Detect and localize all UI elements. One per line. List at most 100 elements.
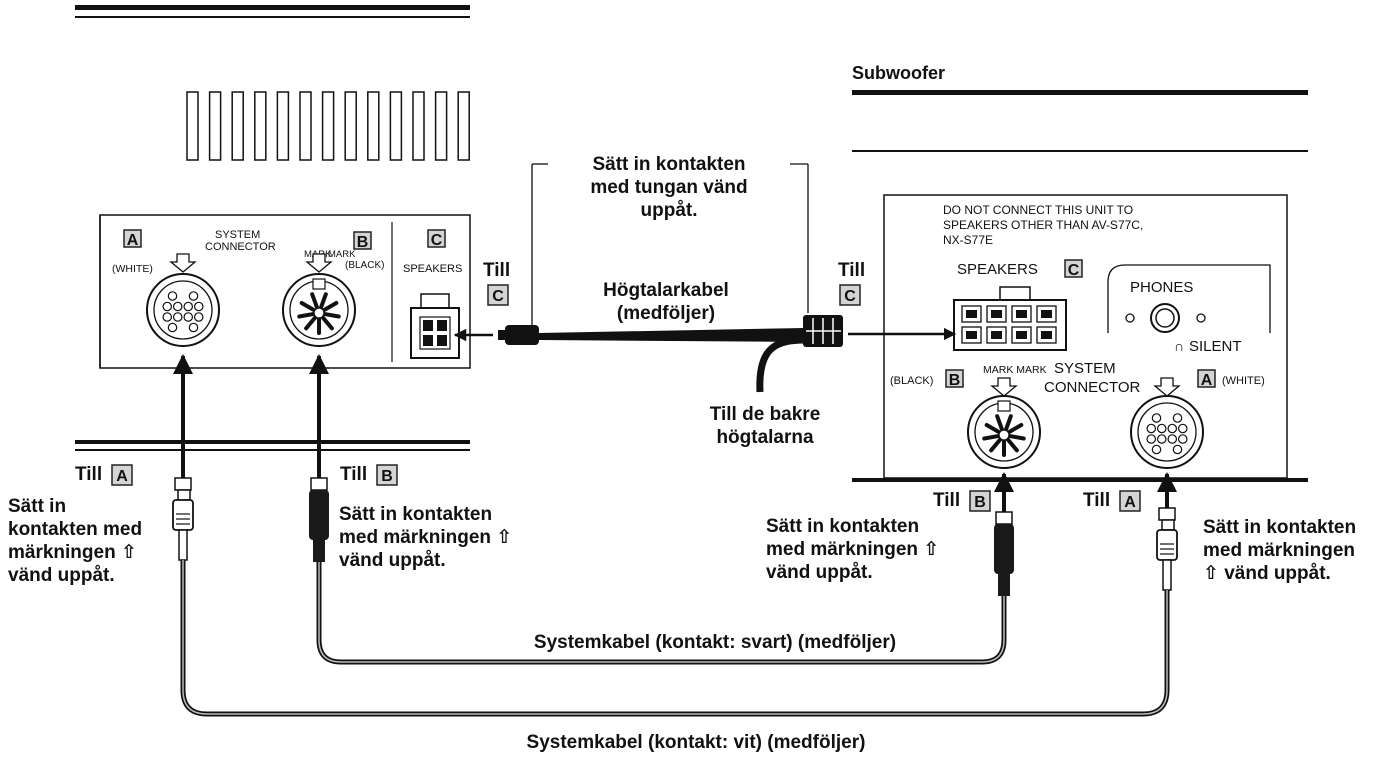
till-c-left: Till [483,260,510,281]
mid-b-line-3: vänd uppåt. [339,550,446,571]
connector-pin [1004,414,1013,432]
rear-speakers-1: Till de bakre [710,404,821,425]
vent-slot [412,91,425,161]
vent-slot [321,91,335,161]
connector-pin [1151,413,1162,423]
sub-system-label: SYSTEM [1054,360,1116,377]
sub-a-line-1: Sätt in kontakten [1203,517,1356,538]
main-label-a: A [127,232,139,249]
connector-pin [1156,434,1167,444]
vent-slot [389,91,403,161]
mid-b-line-1: Sätt in kontakten [339,504,492,525]
connector-pin [172,301,183,312]
connector-pin [1167,423,1178,434]
system-cables [172,354,1178,717]
sub-b-line-1: Sätt in kontakten [766,516,919,537]
sub-mark-label: MARK MARK [983,364,1047,376]
till-a-sub: Till [1083,490,1110,511]
connector-center [313,307,325,319]
connector-pin [310,292,319,310]
till-b-main: Till [340,464,367,485]
connector-pin [982,434,1001,441]
connector-pin [183,312,194,322]
connector-pin [1007,434,1026,441]
sub-connector-a [1130,377,1204,469]
left-a-line-4: vänd uppåt. [8,565,115,586]
sub-label-c: C [1068,262,1080,279]
speaker-pin [1016,331,1027,339]
sub-white-label: (WHITE) [1222,375,1265,387]
connector-pin [1167,434,1178,444]
vent-slot [276,91,290,161]
phones-label: PHONES [1130,279,1193,296]
subwoofer-unit: Subwoofer DO NOT CONNECT THIS UNIT TO SP… [852,63,1308,482]
mid-b-line-2: med märkningen ⇧ [339,527,512,548]
vent-slot [367,91,380,161]
speaker-pin [1041,331,1052,339]
connector-pin [1177,423,1188,434]
connector-pin [162,312,173,322]
white-cable-label: Systemkabel (kontakt: vit) (medföljer) [527,732,866,753]
tongue-line-2: med tungan vänd [590,177,747,198]
main-label-b: B [357,234,369,251]
speaker-pin [991,310,1002,318]
left-a-line-2: kontakten med [8,519,142,540]
headphone-icon: ∩ [1174,338,1184,354]
subwoofer-title: Subwoofer [852,63,945,83]
main-connector-a [146,253,220,347]
vent-slot [434,91,448,161]
main-system-label: SYSTEM [215,229,260,241]
vent-slot [231,91,244,161]
connector-pin [322,312,341,319]
sub-a-line-3: ⇧ vänd uppåt. [1203,563,1331,584]
connector-pin [188,291,199,301]
vent-slot [457,91,470,161]
connector-pin [1146,423,1157,434]
connector-pin [167,291,178,301]
sub-warning-3: NX-S77E [943,233,993,247]
speaker-cable-supplied: (medföljer) [617,303,715,324]
speaker-pin [966,310,977,318]
sub-connector-b [967,377,1041,469]
till-a-main-box: A [116,468,128,485]
tongue-line-3: uppåt. [641,200,698,221]
till-a-main: Till [75,464,102,485]
sub-speaker-socket [953,286,1067,351]
left-a-line-3: märkningen ⇧ [8,542,137,563]
till-a-sub-box: A [1124,494,1136,511]
speaker-cable [453,163,957,393]
silent-label: SILENT [1189,338,1242,355]
connector-pin [193,312,204,322]
till-b-sub: Till [933,490,960,511]
connector-pin [1177,434,1188,444]
annotation-labels: Till C Till C Sätt in kontakten med tung… [8,154,1356,753]
main-speakers-label: SPEAKERS [403,263,462,275]
connector-pin [172,312,183,322]
till-c-right: Till [838,260,865,281]
tongue-line-1: Sätt in kontakten [592,154,745,175]
sub-a-line-2: med märkningen [1203,540,1355,561]
sub-speakers-label: SPEAKERS [957,261,1038,278]
sub-black-label: (BLACK) [890,375,933,387]
vent-slot [254,91,267,161]
connector-pin [299,301,316,312]
main-unit-panel: A (WHITE) SYSTEM CONNECTOR B MARK MARK (… [99,214,471,369]
connector-pin [193,301,204,312]
connector-pin [984,423,1001,434]
connector-pin [1007,423,1024,434]
speaker-pin [1041,310,1052,318]
sub-label-b: B [949,372,961,389]
connector-center [998,429,1010,441]
main-mark2-label: MARK [328,249,356,260]
speaker-pin [991,331,1002,339]
connector-pin [183,301,194,312]
main-connector-label: CONNECTOR [205,241,276,253]
till-b-sub-box: B [974,494,986,511]
connector-pin [297,312,316,319]
till-b-main-box: B [381,468,393,485]
sub-connector-label: CONNECTOR [1044,379,1141,396]
connector-pin [162,301,173,312]
sub-warning-2: SPEAKERS OTHER THAN AV-S77C, [943,218,1143,232]
main-bottom-rules [75,440,470,451]
